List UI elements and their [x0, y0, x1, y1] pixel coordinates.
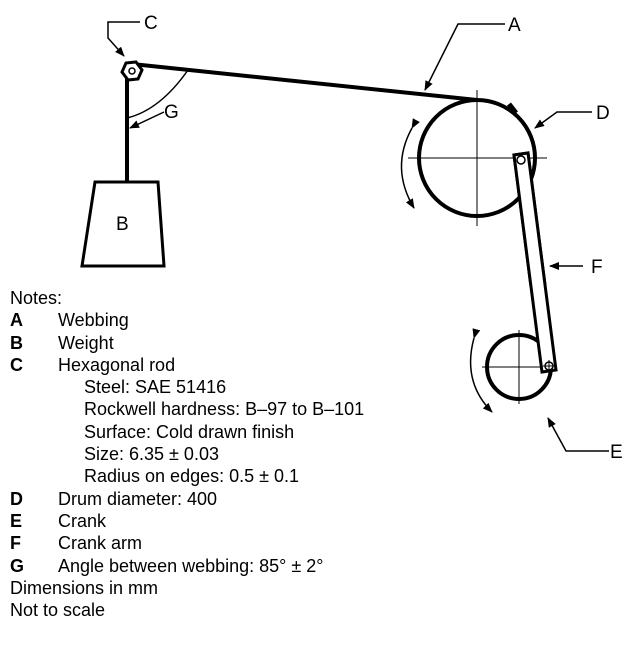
label-e: E [610, 442, 623, 463]
label-f: F [591, 257, 603, 278]
leader-d [534, 111, 592, 129]
label-b: B [116, 214, 129, 235]
test-rig-diagram: C A D G B F [80, 13, 610, 285]
rod-surface: Surface: Cold drawn finish [84, 421, 295, 442]
label-d: D [596, 103, 610, 124]
drum-rotation-arrow [400, 118, 420, 209]
notes-heading: Notes: [10, 288, 63, 308]
rod-hardness: Rockwell hardness: B–97 to B–101 [84, 399, 365, 420]
dimensions-note: Dimensions in mm [10, 577, 159, 598]
label-c: C [144, 13, 158, 34]
leader-a [424, 23, 505, 91]
weight-b [80, 180, 166, 268]
leader-c [107, 21, 140, 57]
scale-note: Not to scale [10, 600, 106, 621]
leader-g [129, 111, 165, 129]
rod-radius: Radius on edges: 0.5 ± 0.1 [84, 466, 300, 487]
rod-steel: Steel: SAE 51416 [84, 377, 227, 398]
webbing-a [131, 62, 478, 102]
angle-g-arc [126, 69, 189, 119]
label-a: A [508, 15, 521, 36]
rod-size: Size: 6.35 ± 0.03 [84, 444, 219, 465]
label-g: G [164, 102, 179, 123]
